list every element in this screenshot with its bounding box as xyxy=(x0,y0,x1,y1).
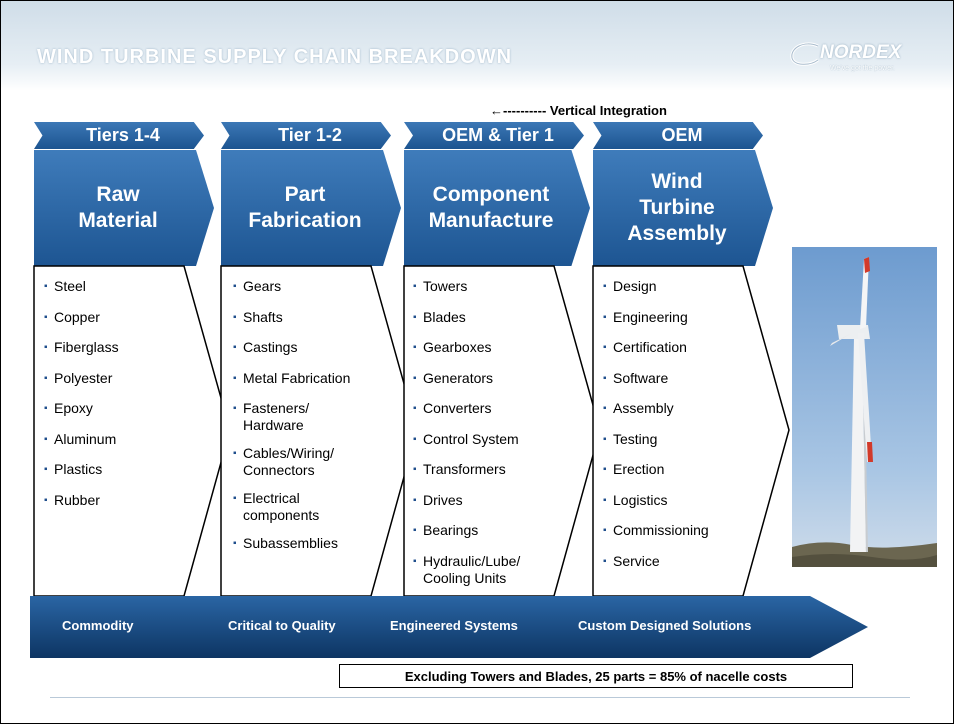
list-item: Assembly xyxy=(603,400,743,431)
list-item: Electrical components xyxy=(233,490,383,535)
list-item: Software xyxy=(603,370,743,401)
list-item: Rubber xyxy=(44,492,184,523)
tier-header-part: Tier 1-2 xyxy=(221,122,391,149)
list-turbine-assembly: Design Engineering Certification Softwar… xyxy=(603,278,743,583)
stage-line: Turbine xyxy=(639,196,715,219)
stage-line: Material xyxy=(78,209,158,232)
category-label: Engineered Systems xyxy=(390,618,518,633)
list-item: Testing xyxy=(603,431,743,462)
list-item: Generators xyxy=(413,370,563,401)
list-item: Control System xyxy=(413,431,563,462)
stage-line: Raw xyxy=(96,183,140,206)
list-item: Cables/Wiring/ Connectors xyxy=(233,445,383,490)
list-item: Transformers xyxy=(413,461,563,492)
list-item: Logistics xyxy=(603,492,743,523)
list-item: Certification xyxy=(603,339,743,370)
logo-swoosh-icon xyxy=(790,42,819,66)
list-item: Gearboxes xyxy=(413,339,563,370)
list-item: Copper xyxy=(44,309,184,340)
list-item: Erection xyxy=(603,461,743,492)
value-arrow xyxy=(30,596,868,658)
category-label: Custom Designed Solutions xyxy=(578,618,752,633)
list-item: Commissioning xyxy=(603,522,743,553)
footer-divider xyxy=(50,697,910,698)
list-item: Fasteners/ Hardware xyxy=(233,400,383,445)
tier-header-raw: Tiers 1-4 xyxy=(34,122,204,149)
list-item: Metal Fabrication xyxy=(233,370,383,401)
stage-line: Assembly xyxy=(627,222,727,245)
list-item: Drives xyxy=(413,492,563,523)
list-item: Subassemblies xyxy=(233,535,383,566)
nordex-logo: NORDEX We've got the power. xyxy=(788,42,928,82)
list-item: Service xyxy=(603,553,743,584)
list-part-fabrication: Gears Shafts Castings Metal Fabrication … xyxy=(233,278,383,566)
list-item: Engineering xyxy=(603,309,743,340)
list-item: Fiberglass xyxy=(44,339,184,370)
category-label: Critical to Quality xyxy=(228,618,336,633)
list-component-manufacture: Towers Blades Gearboxes Generators Conve… xyxy=(413,278,563,598)
list-item: Shafts xyxy=(233,309,383,340)
list-item: Plastics xyxy=(44,461,184,492)
list-item: Bearings xyxy=(413,522,563,553)
stage-line: Fabrication xyxy=(248,209,362,232)
stage-line: Manufacture xyxy=(428,209,554,232)
wind-turbine-photo xyxy=(792,247,937,567)
tier-header-component: OEM & Tier 1 xyxy=(404,122,584,149)
category-label: Commodity xyxy=(62,618,134,633)
logo-tagline: We've got the power. xyxy=(830,65,896,72)
list-item: Design xyxy=(603,278,743,309)
list-item: Steel xyxy=(44,278,184,309)
list-item: Gears xyxy=(233,278,383,309)
list-item: Blades xyxy=(413,309,563,340)
page-title: WIND TURBINE SUPPLY CHAIN BREAKDOWN xyxy=(37,46,513,68)
stage-line: Component xyxy=(432,183,550,206)
list-raw-material: Steel Copper Fiberglass Polyester Epoxy … xyxy=(44,278,184,522)
list-item: Aluminum xyxy=(44,431,184,462)
title-bar: WIND TURBINE SUPPLY CHAIN BREAKDOWN xyxy=(1,1,953,91)
cost-note: Excluding Towers and Blades, 25 parts = … xyxy=(339,664,853,688)
list-item: Castings xyxy=(233,339,383,370)
list-item: Converters xyxy=(413,400,563,431)
list-item: Towers xyxy=(413,278,563,309)
list-item: Polyester xyxy=(44,370,184,401)
stage-line: Wind xyxy=(651,170,703,193)
list-item: Epoxy xyxy=(44,400,184,431)
vertical-integration-label: ←---------- Vertical Integration xyxy=(490,103,667,118)
tier-header-assembly: OEM xyxy=(593,122,763,149)
stage-line: Part xyxy=(284,183,326,206)
list-item: Hydraulic/Lube/ Cooling Units xyxy=(413,553,563,598)
logo-wordmark: NORDEX xyxy=(820,42,902,63)
